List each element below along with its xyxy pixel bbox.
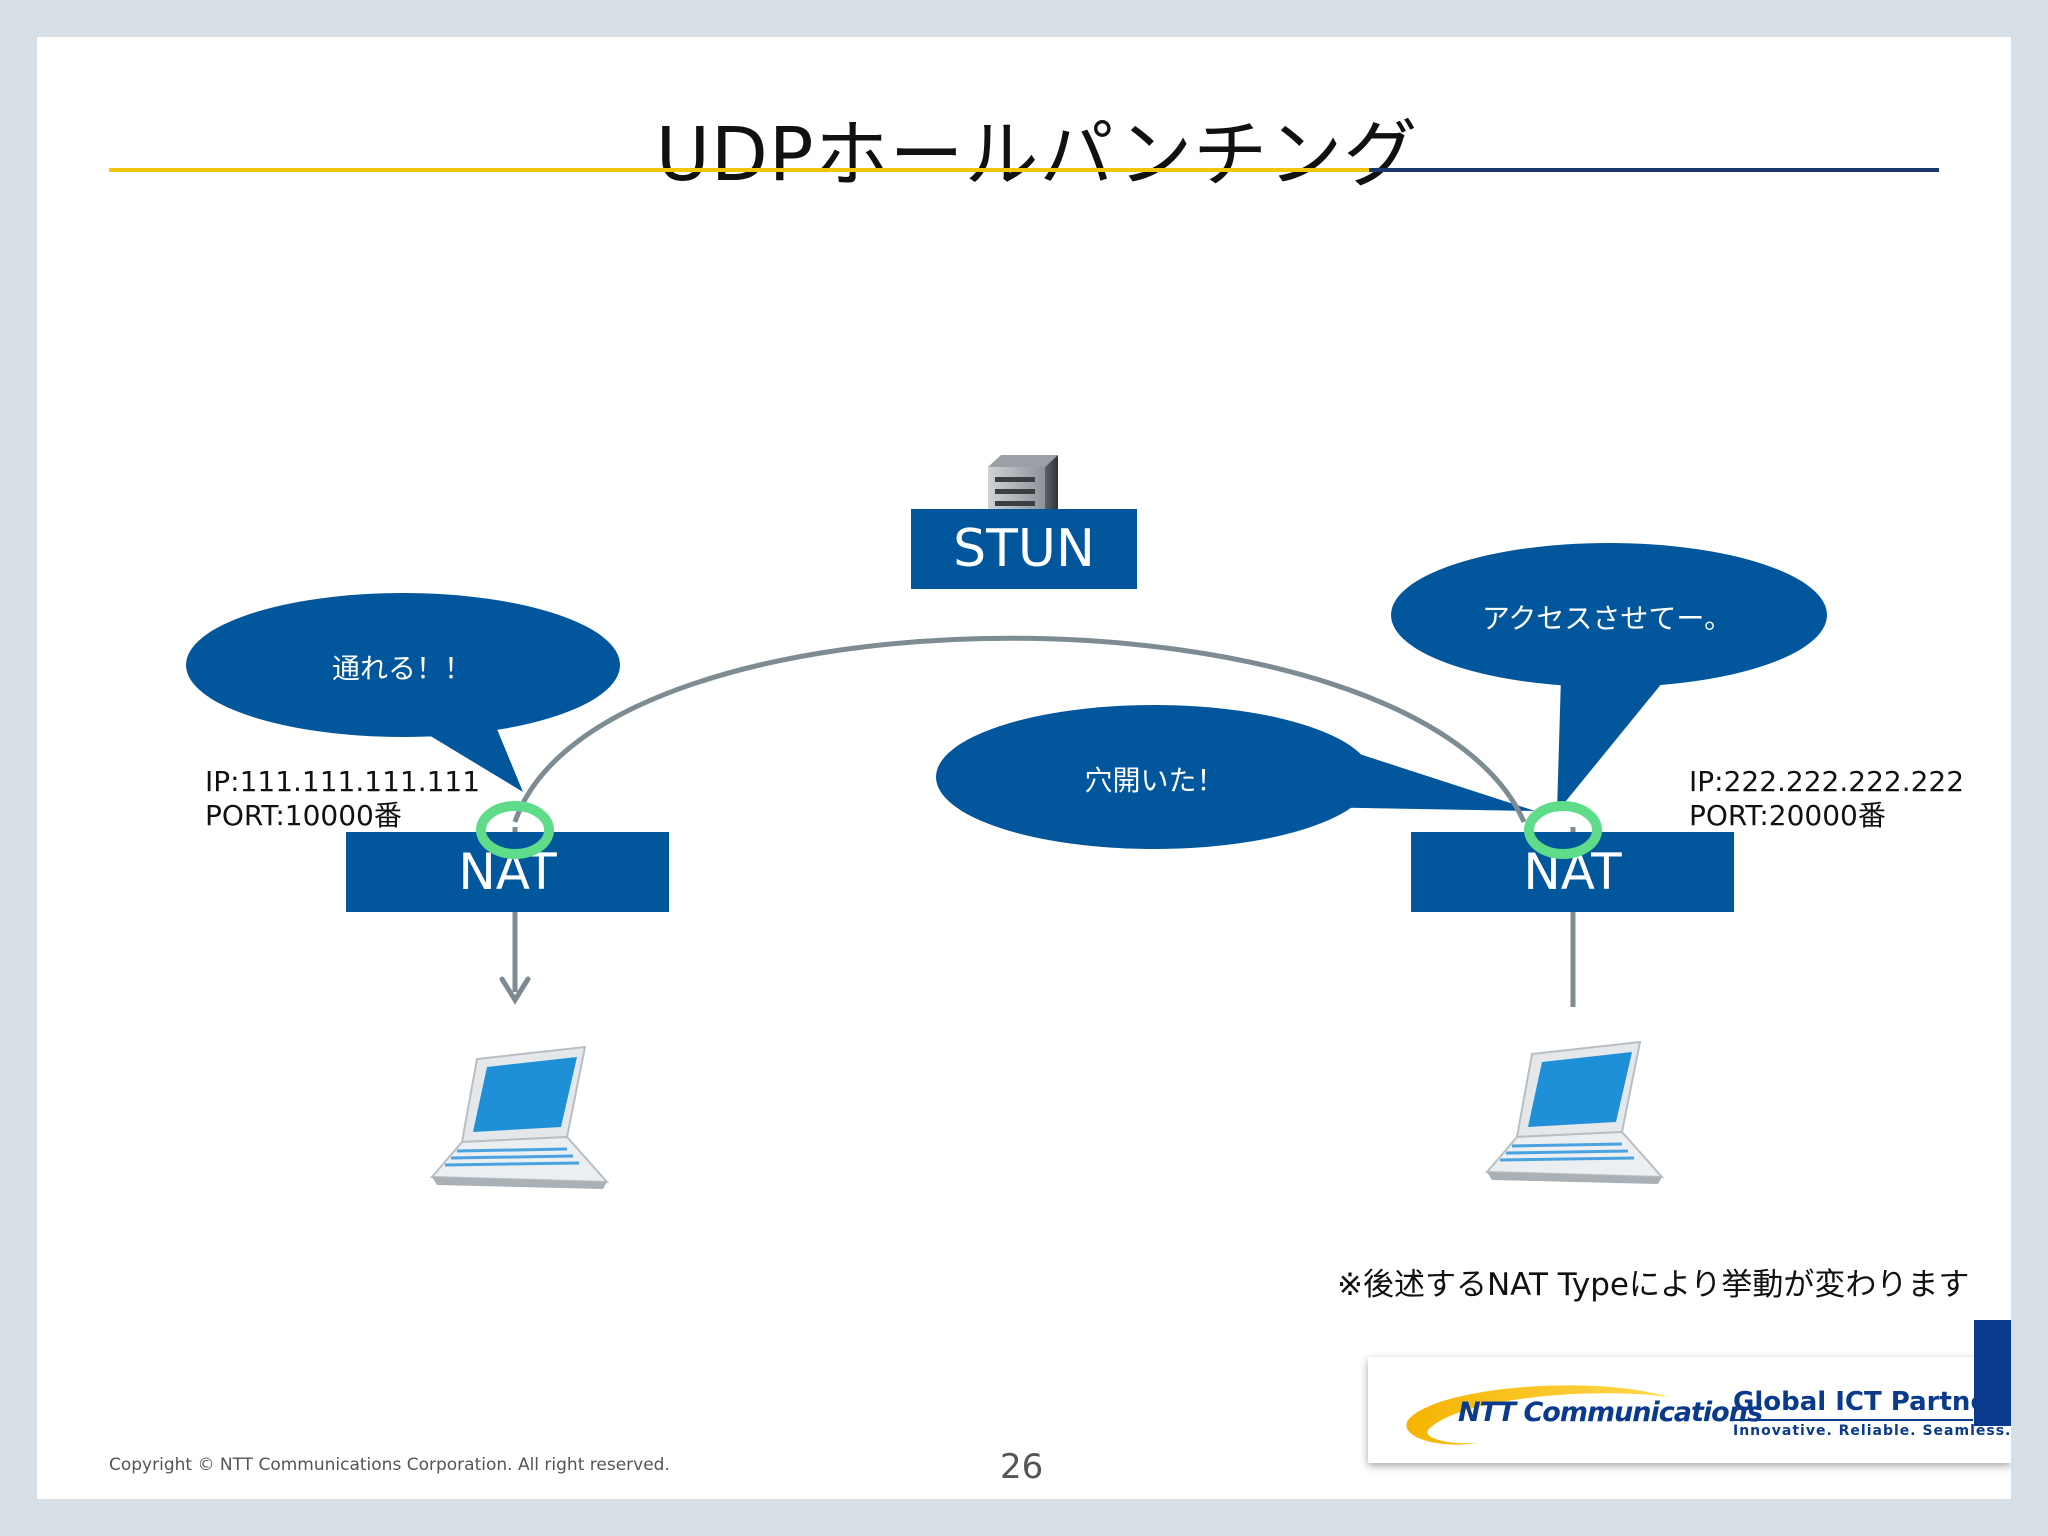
right-port-ring (1524, 801, 1602, 859)
bubble-right-text: アクセスさせてー。 (1481, 602, 1733, 635)
logo-tagline: Global ICT Partner (1733, 1387, 2001, 1417)
slide-title: UDPホールパンチング (655, 112, 1419, 198)
right-ip-label: IP:222.222.222.222 (1689, 765, 1965, 798)
right-port-label: PORT:20000番 (1689, 799, 1886, 832)
bubble-left-text: 通れる！！ (331, 652, 472, 685)
left-ip-label: IP:111.111.111.111 (205, 765, 481, 798)
right-address: IP:222.222.222.222 PORT:20000番 (1689, 765, 1964, 833)
bubble-right (1391, 543, 1827, 812)
title-rule-navy (1369, 168, 1939, 172)
slide: UDPホールパンチング (37, 37, 2011, 1499)
left-port-label: PORT:10000番 (205, 799, 402, 832)
ntt-swoosh-icon (1406, 1385, 1668, 1445)
side-accent-tab (1974, 1320, 2011, 1426)
ntt-brand-text: NTT Communications (1458, 1397, 1763, 1428)
title-rule-gold (109, 168, 1369, 172)
nat-left-box: NAT (346, 832, 669, 912)
nat-right-box: NAT (1411, 832, 1734, 912)
port-rings (476, 801, 1602, 859)
stun-server-box: STUN (911, 509, 1137, 589)
ntt-logo-card: NTT Communications Global ICT Partner In… (1368, 1357, 2011, 1463)
left-port-ring (476, 801, 554, 859)
left-address: IP:111.111.111.111 PORT:10000番 (205, 765, 480, 833)
nat-type-note: ※後述するNAT Typeにより挙動が変わります (1337, 1267, 1970, 1303)
copyright-text: Copyright © NTT Communications Corporati… (109, 1455, 670, 1475)
left-connector-arrowhead (499, 976, 531, 1005)
page-number: 26 (1000, 1447, 1044, 1487)
bubble-left (186, 593, 620, 792)
logo-tagline-underline (1733, 1419, 1973, 1421)
bubble-center-text: 穴開いた！ (1084, 764, 1225, 797)
bubble-center (936, 705, 1535, 849)
laptop-icon (429, 1045, 610, 1189)
laptop-icon (1484, 1040, 1665, 1184)
logo-subtagline: Innovative. Reliable. Seamless. (1733, 1423, 2011, 1439)
punch-arc (512, 635, 1527, 824)
